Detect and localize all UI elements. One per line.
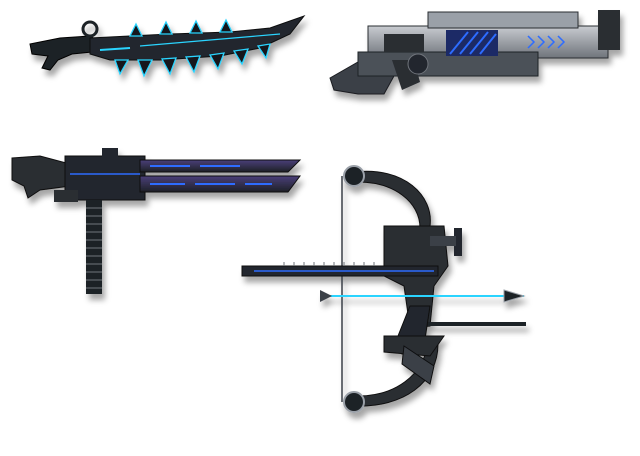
serrated-blade-icon xyxy=(20,14,310,84)
crossbow-icon xyxy=(234,156,534,426)
machine-gun-icon xyxy=(10,146,306,296)
launcher-rifle-icon xyxy=(328,6,628,98)
